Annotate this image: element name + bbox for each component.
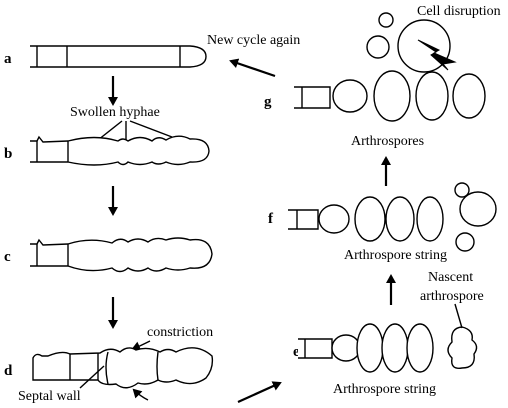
hypha-d [32, 347, 214, 389]
hypha-b [30, 135, 210, 166]
stage-label-d: d [4, 363, 13, 379]
swollen-hyphae-pointer [97, 120, 173, 141]
swollen-hyphae-label: Swollen hyphae [70, 105, 160, 120]
arrow-g-to-a [229, 58, 276, 78]
constriction-arrow-bottom [132, 388, 149, 401]
constriction-label: constriction [147, 325, 213, 340]
lightning-bolt-icon [417, 39, 457, 71]
stage-label-b: b [4, 146, 12, 162]
stage-label-e: e [293, 344, 300, 360]
hypha-c [30, 237, 213, 273]
arthrospore-string-f-label: Arthrospore string [344, 248, 447, 263]
hypha-e [298, 323, 478, 373]
cell-disruption-label: Cell disruption [417, 4, 501, 19]
stage-label-g: g [264, 94, 272, 110]
hypha-a [30, 45, 207, 68]
arrow-d-to-e [237, 381, 282, 404]
nascent-label-line1: Nascent [428, 270, 473, 285]
stage-label-a: a [4, 51, 12, 67]
hypha-f [288, 182, 497, 252]
disrupted-cells [366, 12, 451, 73]
stage-label-f: f [268, 211, 274, 227]
nascent-label-line2: arthrospore [420, 289, 484, 304]
stage-label-c: c [4, 249, 11, 265]
nascent-pointer [454, 303, 463, 329]
arthrospore-string-e-label: Arthrospore string [333, 382, 436, 397]
septal-wall-pointer [79, 365, 105, 389]
arthrospores-label: Arthrospores [351, 134, 424, 149]
septal-wall-label: Septal wall [18, 389, 81, 404]
hypha-g [294, 70, 486, 122]
new-cycle-label: New cycle again [207, 33, 300, 48]
